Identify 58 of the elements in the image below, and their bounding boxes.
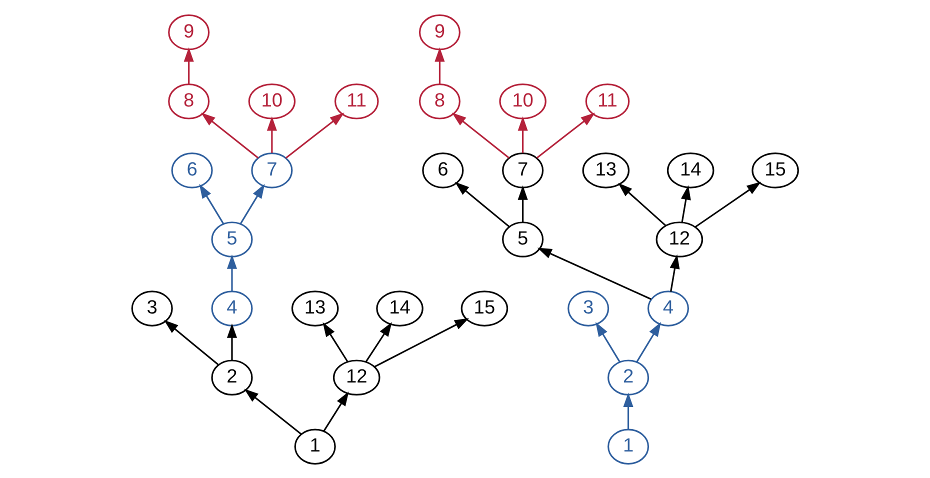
node-ellipse: 6 [422,152,464,188]
node-ellipse: 1 [294,428,336,464]
arrow [226,323,238,360]
node-ellipse: 2 [608,359,650,396]
node-ellipse: 15 [460,290,508,326]
arrow [518,116,528,152]
node-ellipse: 4 [647,290,689,326]
node-ellipse: 8 [418,82,460,119]
arrow [536,112,596,158]
arrow [623,392,634,429]
arrow [164,319,219,365]
node-ellipse: 8 [168,82,210,119]
node-ellipse: 11 [334,82,379,119]
arrow [596,322,620,362]
arrow [618,182,666,226]
node-ellipse: 14 [376,290,424,326]
node-ellipse: 14 [666,152,714,188]
node-ellipse: 9 [418,14,460,50]
arrow [452,112,510,158]
node-ellipse: 5 [211,221,253,257]
arrow [670,254,680,292]
arrow [680,184,691,222]
node-ellipse: 3 [131,290,173,326]
arrow [365,322,392,362]
arrow [184,46,194,84]
arrow [199,183,224,224]
node-ellipse: 10 [248,82,296,119]
arrow [454,181,510,227]
node-ellipse: 13 [291,290,339,326]
node-ellipse: 6 [171,152,213,188]
node-ellipse: 2 [211,359,253,396]
arrow [244,388,302,434]
node-ellipse: 12 [333,359,380,396]
node-ellipse: 10 [499,82,546,119]
arrow [537,247,652,300]
arrow [636,322,662,362]
arrow [518,184,528,222]
node-ellipse: 15 [752,152,799,188]
node-ellipse: 1 [608,428,650,464]
node-ellipse: 13 [582,152,630,188]
arrow [323,391,349,432]
arrow [285,112,344,158]
node-ellipse: 3 [568,290,610,326]
arrow [240,183,265,224]
arrow [322,322,348,362]
arrow [226,254,238,290]
arrow [694,181,762,228]
arrow [434,46,445,84]
arrow [374,318,469,368]
arrow [266,116,277,152]
node-ellipse: 7 [251,152,293,188]
arrow [200,112,259,158]
node-ellipse: 4 [211,290,253,326]
node-ellipse: 12 [656,221,704,257]
node-ellipse: 5 [502,221,544,257]
node-ellipse: 11 [585,82,630,119]
node-ellipse: 7 [502,152,544,188]
node-ellipse: 9 [168,14,210,50]
